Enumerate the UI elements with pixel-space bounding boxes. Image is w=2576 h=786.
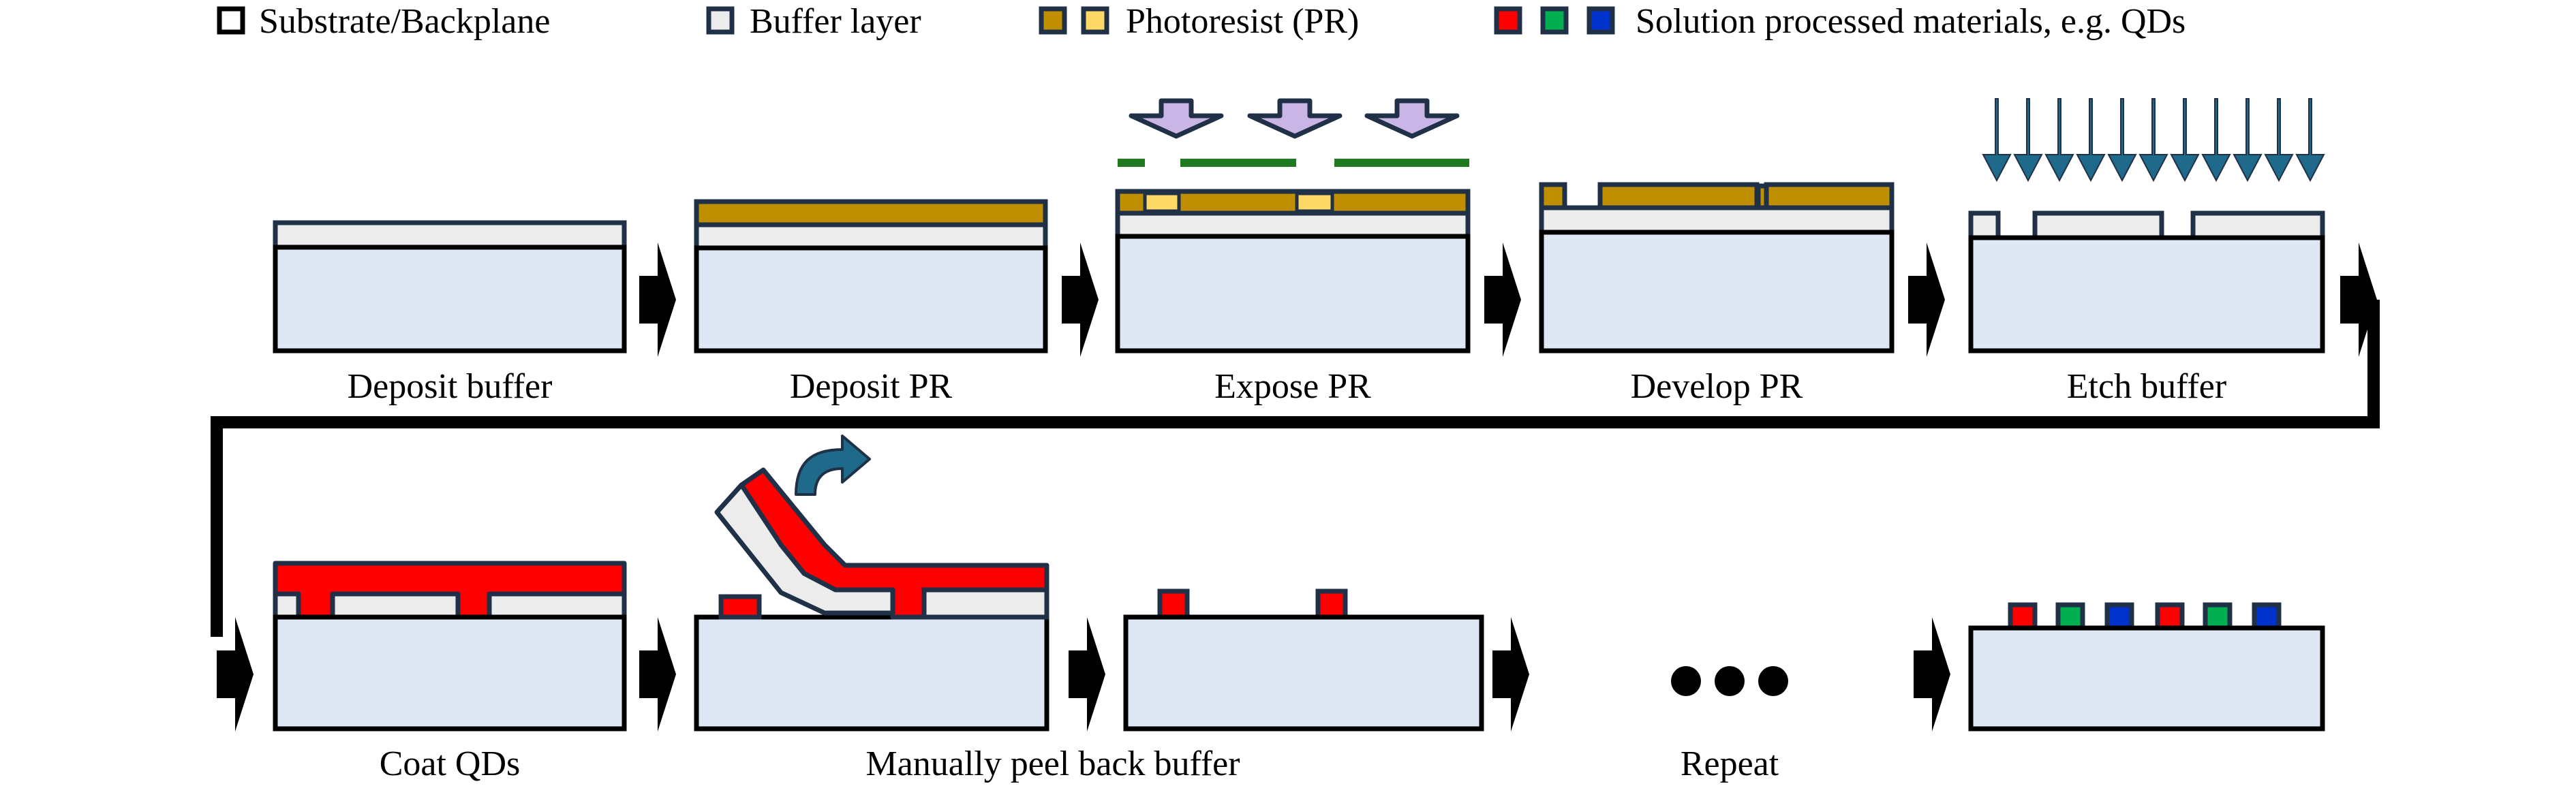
step-label-deposit-pr: Deposit PR [790, 367, 953, 406]
qd-pixel-green [2055, 602, 2085, 631]
photoresist-segment [1539, 182, 1567, 210]
etch-arrow-icon [2233, 98, 2263, 183]
process-arrow-icon [1492, 617, 1529, 732]
step-after-peel [1123, 588, 1484, 732]
photomask-segment [1334, 159, 1469, 167]
etch-arrow-icon [2013, 98, 2043, 183]
legend-swatch-substrate [217, 6, 245, 35]
buffer-segment [487, 591, 627, 620]
photoresist-segment [1764, 182, 1895, 210]
etch-arrows [1982, 98, 2325, 183]
exposed-pr-region [1143, 191, 1181, 213]
step-label-expose-pr: Expose PR [1214, 367, 1371, 406]
qd-pixel-red [718, 594, 762, 620]
photoresist-segment [1597, 182, 1760, 210]
etch-arrow-icon [2264, 98, 2294, 183]
qd-pixel-red [1315, 588, 1348, 620]
legend-label-buffer: Buffer layer [750, 2, 921, 41]
light-arrow-icon [1247, 98, 1343, 139]
photoresist-layer [694, 199, 1048, 227]
qd-pixel-red [2008, 602, 2038, 631]
buffer-segment [921, 587, 1049, 620]
substrate-block [1115, 234, 1471, 353]
photomask-segment [1118, 159, 1145, 167]
buffer-segment [2032, 210, 2164, 240]
light-arrow-icon [1129, 98, 1224, 139]
buffer-segment [2190, 210, 2325, 240]
substrate-block [273, 245, 627, 353]
legend-swatch-pr [1039, 6, 1067, 35]
step-expose-pr [1115, 98, 1471, 353]
process-arrow-icon [1908, 242, 1945, 357]
step-peel-buffer [694, 435, 1049, 732]
process-arrow-icon [1062, 242, 1099, 357]
buffer-layer [1115, 210, 1471, 239]
substrate-block [273, 614, 627, 732]
etch-arrow-icon [2170, 98, 2200, 183]
etch-arrow-icon [2295, 98, 2325, 183]
etch-arrow-icon [2076, 98, 2106, 183]
process-arrow-icon [639, 617, 676, 732]
substrate-block [694, 245, 1048, 353]
substrate-block [1968, 235, 2325, 353]
legend-swatch-buffer [706, 6, 735, 35]
photomask-segment [1180, 159, 1296, 167]
legend-swatch-blue [1586, 6, 1615, 35]
step-label-peel-buffer: Manually peel back buffer [865, 744, 1240, 783]
buffer-layer [273, 220, 627, 250]
legend-label-substrate: Substrate/Backplane [259, 2, 550, 41]
step-label-etch-buffer: Etch buffer [2067, 367, 2226, 406]
etch-arrow-icon [2201, 98, 2231, 183]
buffer-segment [330, 591, 461, 620]
exposed-pr-region [1295, 191, 1334, 213]
substrate-block [694, 614, 1049, 732]
etch-arrow-icon [2138, 98, 2168, 183]
repeat-ellipsis-icon [1671, 666, 1788, 696]
step-coat-qds [273, 561, 627, 732]
buffer-layer [1539, 205, 1895, 235]
step-label-repeat: Repeat [1681, 744, 1779, 783]
step-label-deposit-buffer: Deposit buffer [348, 367, 553, 406]
buffer-segment [1968, 210, 2001, 240]
row-connector-line [211, 300, 2380, 637]
etch-arrow-icon [2044, 98, 2074, 183]
process-arrow-icon [1914, 617, 1950, 732]
qd-pixel-green [2203, 602, 2233, 631]
step-label-develop-pr: Develop PR [1631, 367, 1803, 406]
step-etch-buffer [1968, 98, 2325, 353]
step-final-rgb [1968, 602, 2325, 732]
qd-pixel-blue [2104, 602, 2134, 631]
process-arrow-icon [1069, 617, 1105, 732]
substrate-block [1968, 625, 2325, 732]
peel-arrow-icon [795, 435, 871, 496]
process-arrow-icon [217, 617, 254, 732]
legend-label-pr: Photoresist (PR) [1126, 2, 1359, 41]
legend-swatch-pr-exposed [1081, 6, 1109, 35]
step-deposit-pr [694, 199, 1048, 353]
legend-swatch-green [1540, 6, 1569, 35]
etch-arrow-icon [1982, 98, 2012, 183]
process-arrow-icon [639, 242, 676, 357]
step-develop-pr [1539, 182, 1895, 353]
step-label-coat-qds: Coat QDs [380, 744, 521, 783]
light-arrow-icon [1364, 98, 1460, 139]
legend-swatch-red [1494, 6, 1522, 35]
etch-arrow-icon [2107, 98, 2137, 183]
substrate-block [1123, 614, 1484, 732]
step-deposit-buffer [273, 220, 627, 353]
legend-label-solution: Solution processed materials, e.g. QDs [1636, 2, 2186, 41]
qd-pixel-red [2155, 602, 2185, 631]
buffer-segment [273, 591, 301, 620]
qd-coating [273, 561, 627, 620]
qd-pixel-blue [2252, 602, 2282, 631]
qd-pixel-red [1157, 588, 1190, 620]
substrate-block [1539, 230, 1895, 353]
legend: Substrate/Backplane Buffer layer Photore… [217, 2, 2186, 41]
process-arrow-icon [1484, 242, 1521, 357]
buffer-layer [694, 222, 1048, 251]
